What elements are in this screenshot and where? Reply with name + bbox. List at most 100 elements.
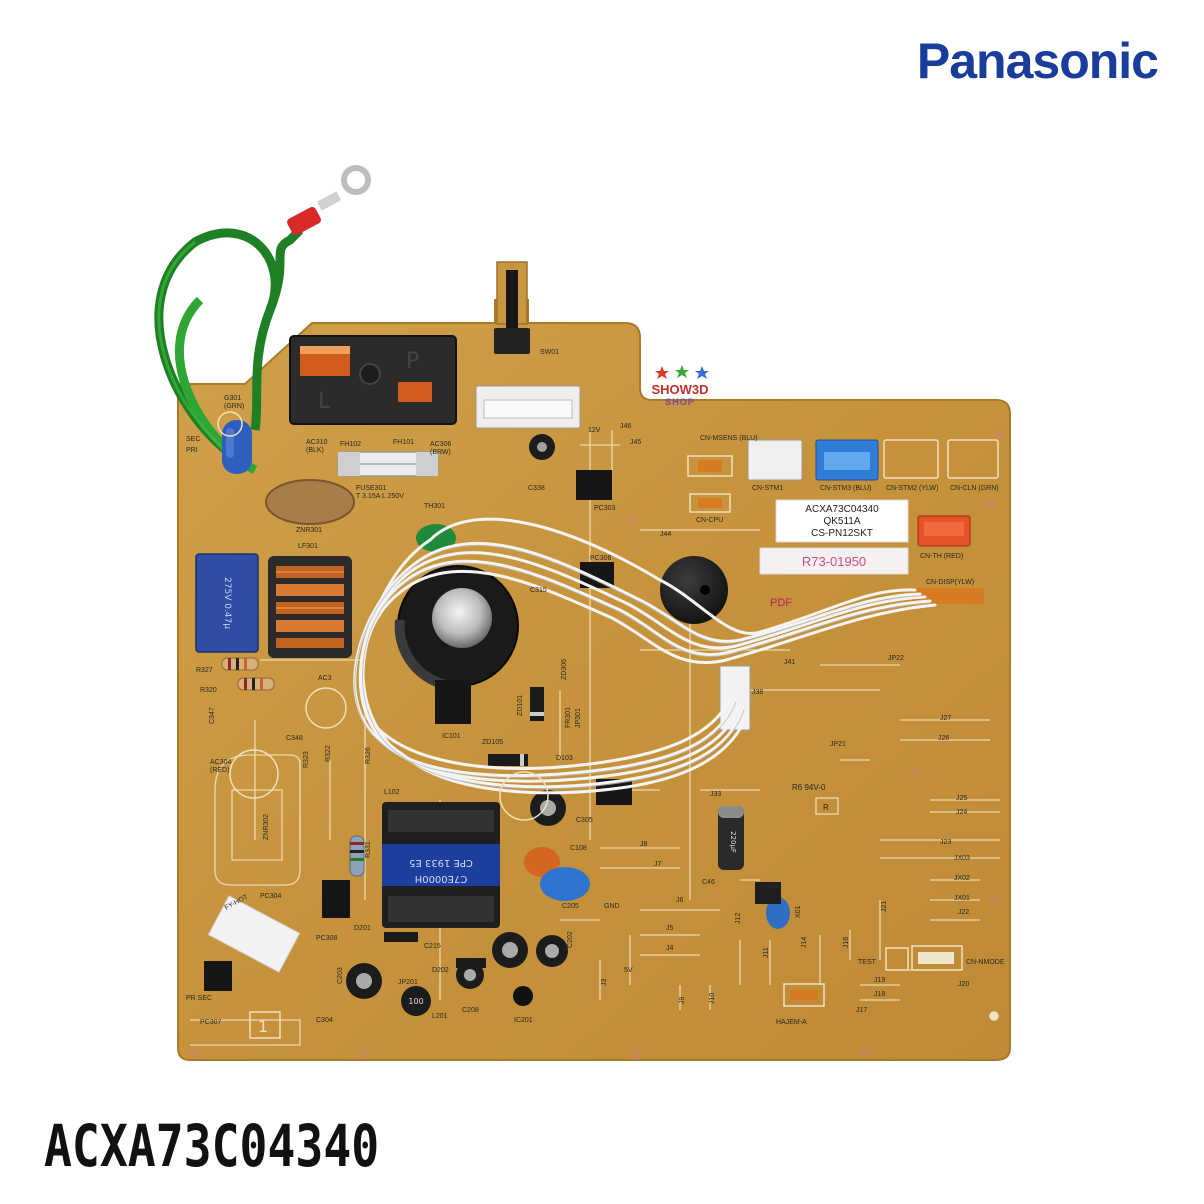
diodes <box>384 687 544 968</box>
svg-text:N: N <box>628 514 638 529</box>
lbl-fuse: FUSE301 <box>356 485 386 492</box>
lbl-j6: J6 <box>676 897 684 904</box>
lbl-l201: L201 <box>432 1013 448 1020</box>
lbl-j19: J19 <box>874 977 885 984</box>
lbl-pri: PRI <box>186 447 198 454</box>
wire-bundle-shadow <box>354 544 931 790</box>
thermistor-th301 <box>416 524 456 552</box>
lbl-j12: J12 <box>735 913 742 924</box>
lbl-r331: R331 <box>365 841 372 858</box>
serial-sticker: R73-01950 <box>759 547 909 575</box>
lbl-j46: J46 <box>620 423 631 430</box>
lbl-th301: TH301 <box>424 503 445 510</box>
lbl-j23: J23 <box>940 839 951 846</box>
svg-text:100: 100 <box>408 997 423 1006</box>
lbl-j17: J17 <box>856 1007 867 1014</box>
sticker-line1: ACXA73C04340 <box>805 504 879 515</box>
fuse <box>337 451 439 477</box>
lbl-jp201: JP201 <box>398 979 418 986</box>
line-filter-coil <box>268 556 352 658</box>
blue-capacitor-left <box>222 420 252 474</box>
serial-sticker-text: R73-01950 <box>802 554 866 569</box>
lbl-ac306: AC306 <box>430 441 452 448</box>
svg-text:N: N <box>360 1047 370 1062</box>
lbl-fr301: FR301 <box>565 707 572 728</box>
lbl-r326: R326 <box>365 747 372 764</box>
lbl-j45: J45 <box>630 439 641 446</box>
lbl-d202: D202 <box>432 967 449 974</box>
lbl-r327: R327 <box>196 667 213 674</box>
lbl-jp301: JP301 <box>575 708 582 728</box>
lbl-x01: X01 <box>795 905 802 918</box>
lbl-ac304: AC304 <box>210 759 232 766</box>
ceramic-plate <box>207 895 301 973</box>
lbl-j4: J4 <box>666 945 674 952</box>
ceramic-cap-blue <box>540 867 590 901</box>
switch-body <box>494 328 530 354</box>
lbl-j3: J3 <box>601 979 608 987</box>
lbl-r323: R323 <box>303 751 310 768</box>
lbl-d201: D201 <box>354 925 371 932</box>
lbl-j22: J22 <box>958 909 969 916</box>
lbl-ac3: AC3 <box>318 675 332 682</box>
lbl-zd306: ZD306 <box>561 659 568 680</box>
sticker-line2: QK511A <box>823 516 860 527</box>
lbl-zd105: ZD105 <box>482 739 503 746</box>
lbl-fh102: FH102 <box>340 441 361 448</box>
lbl-j14: J14 <box>801 937 808 948</box>
ceramic-cap-orange <box>524 847 560 877</box>
lbl-cn-cln: CN-CLN (GRN) <box>950 485 999 492</box>
svg-text:N: N <box>990 894 1000 909</box>
resistors-left <box>221 657 365 877</box>
relay: P L <box>289 335 457 425</box>
lbl-j18: J18 <box>874 991 885 998</box>
lbl-c203: C203 <box>337 967 344 984</box>
svg-text:N: N <box>910 767 920 782</box>
lbl-j33: J33 <box>710 791 721 798</box>
svg-text:N: N <box>630 1049 640 1064</box>
lbl-12v: 12V <box>588 427 601 434</box>
lbl-j13: J13 <box>766 883 777 890</box>
lbl-lf301: LF301 <box>298 543 318 550</box>
sticker-line3: CS-PN12SKT <box>811 528 873 539</box>
lbl-pc303: PC303 <box>594 505 616 512</box>
lbl-ic101: IC101 <box>442 733 461 740</box>
lbl-r320: R320 <box>200 687 217 694</box>
svg-text:N: N <box>860 1047 870 1062</box>
lbl-cn-stm1: CN-STM1 <box>752 485 783 492</box>
lbl-c304: C304 <box>316 1017 333 1024</box>
lbl-j24: J24 <box>956 809 967 816</box>
lbl-jp22: JP22 <box>888 655 904 662</box>
lbl-pr-sec: PR SEC <box>186 995 212 1002</box>
lbl-ac310: AC310 <box>306 439 328 446</box>
lbl-j27: J27 <box>940 715 951 722</box>
trace-box <box>249 1011 281 1039</box>
lbl-c46: C46 <box>702 879 715 886</box>
lbl-jp21: JP21 <box>830 741 846 748</box>
lbl-red: (RED) <box>210 767 229 774</box>
stars-icon <box>655 365 709 379</box>
shop-name: SHOW3D <box>651 382 709 397</box>
svg-text:CPE 1933 E5: CPE 1933 E5 <box>409 857 473 868</box>
lbl-c202: C202 <box>567 931 574 948</box>
lbl-sec: SEC <box>186 436 200 443</box>
transformer: CPE 1933 E5 C7E0000H <box>382 802 500 928</box>
lbl-hajem: HAJEM-A <box>776 1019 807 1026</box>
silkscreen-n-marks: N N N N N N N N N <box>190 429 1005 1064</box>
svg-text:N: N <box>190 1047 200 1062</box>
svg-text:C7E0000H: C7E0000H <box>415 873 468 884</box>
lbl-c305: C305 <box>576 817 593 824</box>
lbl-j20: J20 <box>958 981 969 988</box>
connectors <box>475 385 999 1007</box>
lbl-d103: D103 <box>556 755 573 762</box>
inspect-box <box>815 797 839 815</box>
lbl-j26: J26 <box>938 735 949 742</box>
lbl-pc304: PC304 <box>260 893 282 900</box>
lbl-j44: J44 <box>660 531 671 538</box>
lbl-gnd: GND <box>604 903 620 910</box>
lbl-c215: C215 <box>424 943 441 950</box>
lbl-c205: C205 <box>562 903 579 910</box>
part-sticker: ACXA73C04340 QK511A CS-PN12SKT <box>775 499 909 543</box>
wire-bundle <box>353 517 937 795</box>
